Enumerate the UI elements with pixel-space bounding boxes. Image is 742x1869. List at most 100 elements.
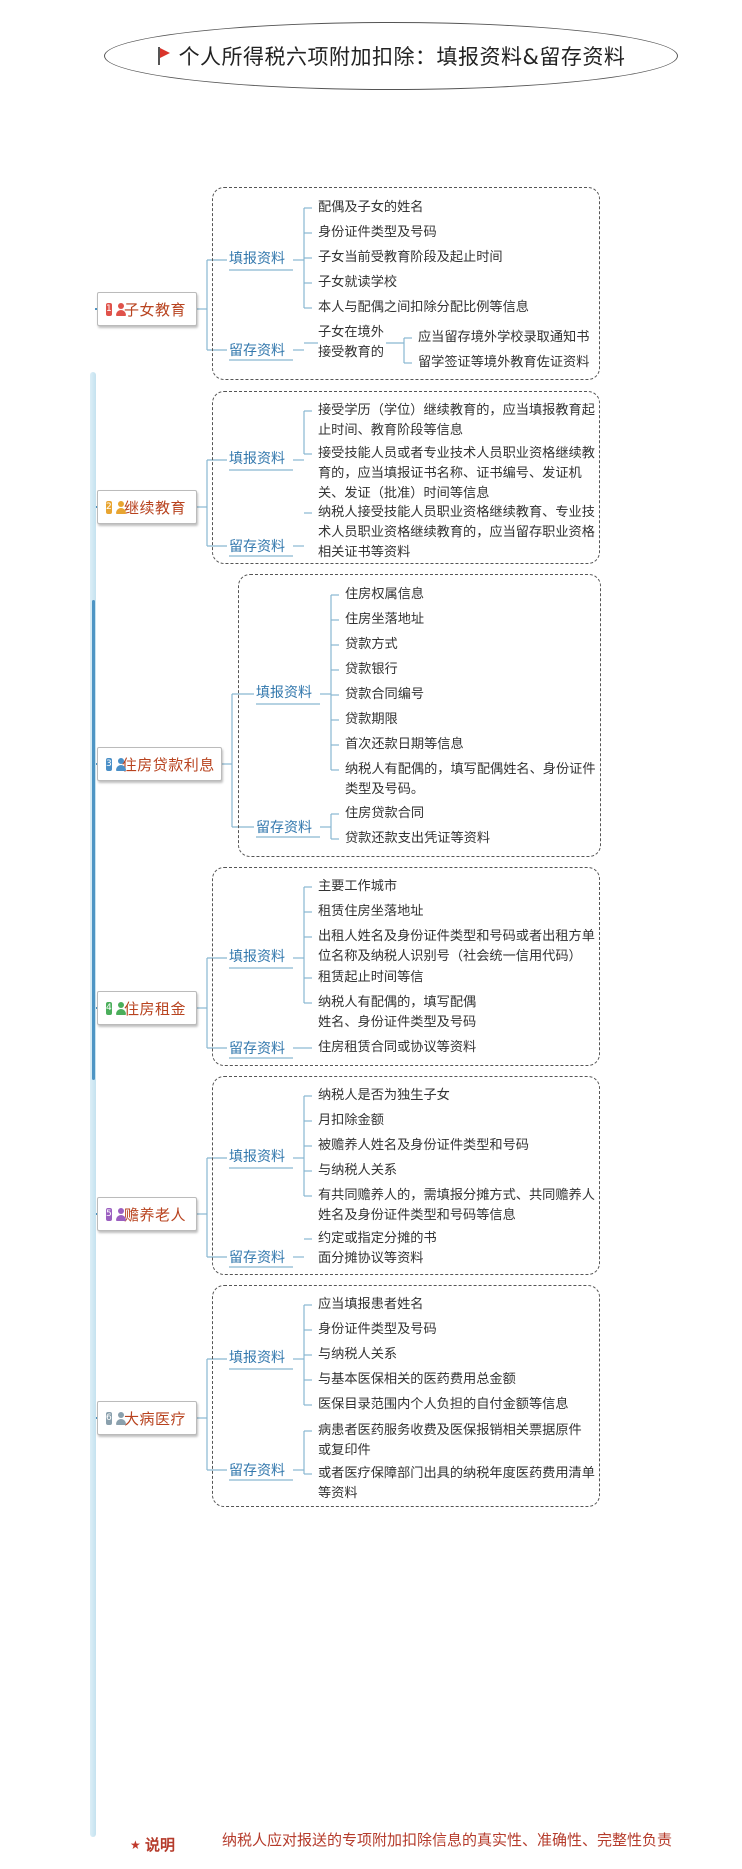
- list-item: 住房贷款合同: [345, 806, 425, 821]
- category-label: 子女教育: [123, 300, 186, 319]
- list-item: 租赁住房坐落地址: [318, 904, 424, 919]
- person-icon: [115, 1001, 127, 1015]
- list-item: 纳税人是否为独生子女: [318, 1088, 450, 1103]
- filing-section-label: 填报资料: [229, 1350, 285, 1366]
- list-item: 贷款还款支出凭证等资料: [345, 831, 491, 846]
- retain-section-label: 留存资料: [229, 1041, 285, 1057]
- list-item: 纳税人有配偶的，填写配偶: [318, 995, 477, 1010]
- list-item: 租赁起止时间等信: [318, 970, 424, 985]
- list-item: 医保目录范围内个人负担的自付金额等信息: [318, 1397, 569, 1412]
- category-label: 住房租金: [123, 999, 186, 1018]
- list-item: 贷款期限: [345, 712, 398, 727]
- list-item: 相关证书等资料: [318, 545, 411, 560]
- list-item: 纳税人有配偶的，填写配偶姓名、身份证件: [345, 762, 596, 777]
- list-item: 被赡养人姓名及身份证件类型和号码: [318, 1138, 529, 1153]
- page-title: 个人所得税六项附加扣除：填报资料&留存资料: [178, 45, 626, 69]
- list-item: 有共同赡养人的，需填报分摊方式、共同赡养人: [318, 1188, 595, 1203]
- category-detail-box: [212, 187, 600, 380]
- list-item: 或复印件: [318, 1443, 371, 1458]
- star-icon: ★: [130, 1838, 141, 1852]
- category-number-badge: 4: [106, 1001, 112, 1015]
- filing-section-label: 填报资料: [256, 685, 312, 701]
- list-item: 贷款方式: [345, 637, 398, 652]
- person-icon: [115, 1207, 127, 1221]
- person-icon: [115, 1411, 127, 1425]
- category-node[interactable]: 5 赡养老人: [97, 1197, 197, 1231]
- filing-section-label: 填报资料: [229, 451, 285, 467]
- retain-section-label: 留存资料: [229, 1250, 285, 1266]
- category-number-badge: 2: [106, 500, 112, 514]
- list-item: 留学签证等境外教育佐证资料: [418, 355, 590, 370]
- category-detail-box: [212, 1076, 600, 1275]
- category-detail-box: [212, 391, 600, 564]
- list-item: 接受技能人员或者专业技术人员职业资格继续教: [318, 446, 595, 461]
- list-item: 首次还款日期等信息: [345, 737, 464, 752]
- category-label: 赡养老人: [123, 1205, 186, 1224]
- title-oval: 个人所得税六项附加扣除：填报资料&留存资料: [104, 22, 678, 90]
- list-item: 应当填报患者姓名: [318, 1297, 424, 1312]
- category-number-badge: 1: [106, 302, 112, 316]
- list-item: 住房坐落地址: [345, 612, 425, 627]
- list-item: 类型及号码。: [345, 782, 425, 797]
- list-item: 约定或指定分摊的书: [318, 1231, 437, 1246]
- list-item: 本人与配偶之间扣除分配比例等信息: [318, 300, 529, 315]
- category-node[interactable]: 6 大病医疗: [97, 1401, 197, 1435]
- category-label: 大病医疗: [123, 1409, 186, 1428]
- note-label: 说明: [145, 1836, 176, 1854]
- list-item: 贷款合同编号: [345, 687, 425, 702]
- category-node[interactable]: 4 住房租金: [97, 991, 197, 1025]
- list-item: 配偶及子女的姓名: [318, 200, 424, 215]
- retain-condition: 子女在境外: [318, 325, 384, 340]
- list-item: 住房权属信息: [345, 587, 425, 602]
- list-item: 与纳税人关系: [318, 1163, 398, 1178]
- category-node[interactable]: 2 继续教育: [97, 490, 197, 524]
- list-item: 应当留存境外学校录取通知书: [418, 330, 590, 345]
- list-item: 月扣除金额: [318, 1113, 384, 1128]
- list-item: 面分摊协议等资料: [318, 1251, 424, 1266]
- trunk-highlight: [92, 600, 95, 1080]
- trunk-line: [90, 372, 96, 1837]
- list-item: 子女当前受教育阶段及起止时间: [318, 250, 503, 265]
- retain-section-label: 留存资料: [229, 1463, 285, 1479]
- list-item: 关、发证（批准）时间等信息: [318, 486, 490, 501]
- category-detail-box: [212, 867, 600, 1066]
- list-item: 身份证件类型及号码: [318, 225, 437, 240]
- list-item: 术人员职业资格继续教育的，应当留存职业资格: [318, 525, 595, 540]
- list-item: 位名称及纳税人识别号（社会统一信用代码）: [318, 949, 582, 964]
- list-item: 姓名、身份证件类型及号码: [318, 1015, 477, 1030]
- person-icon: [115, 500, 127, 514]
- note-text: 纳税人应对报送的专项附加扣除信息的真实性、准确性、完整性负责: [222, 1831, 673, 1849]
- category-label: 住房贷款利息: [121, 755, 215, 774]
- list-item: 主要工作城市: [318, 879, 398, 894]
- list-item: 与纳税人关系: [318, 1347, 398, 1362]
- list-item: 接受学历（学位）继续教育的，应当填报教育起: [318, 403, 595, 418]
- list-item: 出租人姓名及身份证件类型和号码或者出租方单: [318, 929, 595, 944]
- list-item: 病患者医药服务收费及医保报销相关票据原件: [318, 1423, 582, 1438]
- category-label: 继续教育: [123, 498, 186, 517]
- list-item: 或者医疗保障部门出具的纳税年度医药费用清单: [318, 1466, 595, 1481]
- filing-section-label: 填报资料: [229, 251, 285, 267]
- filing-section-label: 填报资料: [229, 1149, 285, 1165]
- list-item: 贷款银行: [345, 662, 398, 677]
- category-node[interactable]: 1 子女教育: [97, 292, 197, 326]
- category-detail-box: [238, 574, 601, 857]
- list-item: 与基本医保相关的医药费用总金额: [318, 1372, 516, 1387]
- retain-section-label: 留存资料: [229, 539, 285, 555]
- filing-section-label: 填报资料: [229, 949, 285, 965]
- list-item: 身份证件类型及号码: [318, 1322, 437, 1337]
- list-item: 等资料: [318, 1486, 358, 1501]
- list-item: 育的，应当填报证书名称、证书编号、发证机: [318, 466, 582, 481]
- retain-condition: 接受教育的: [318, 345, 384, 360]
- list-item: 纳税人接受技能人员职业资格继续教育、专业技: [318, 505, 595, 520]
- list-item: 止时间、教育阶段等信息: [318, 423, 464, 438]
- person-icon: [115, 302, 127, 316]
- category-number-badge: 5: [106, 1207, 112, 1221]
- retain-section-label: 留存资料: [229, 343, 285, 359]
- retain-section-label: 留存资料: [256, 820, 312, 836]
- list-item: 子女就读学校: [318, 275, 398, 290]
- flag-icon: [157, 46, 171, 66]
- category-detail-box: [212, 1285, 600, 1507]
- list-item: 住房租赁合同或协议等资料: [318, 1040, 477, 1055]
- category-number-badge: 6: [106, 1411, 112, 1425]
